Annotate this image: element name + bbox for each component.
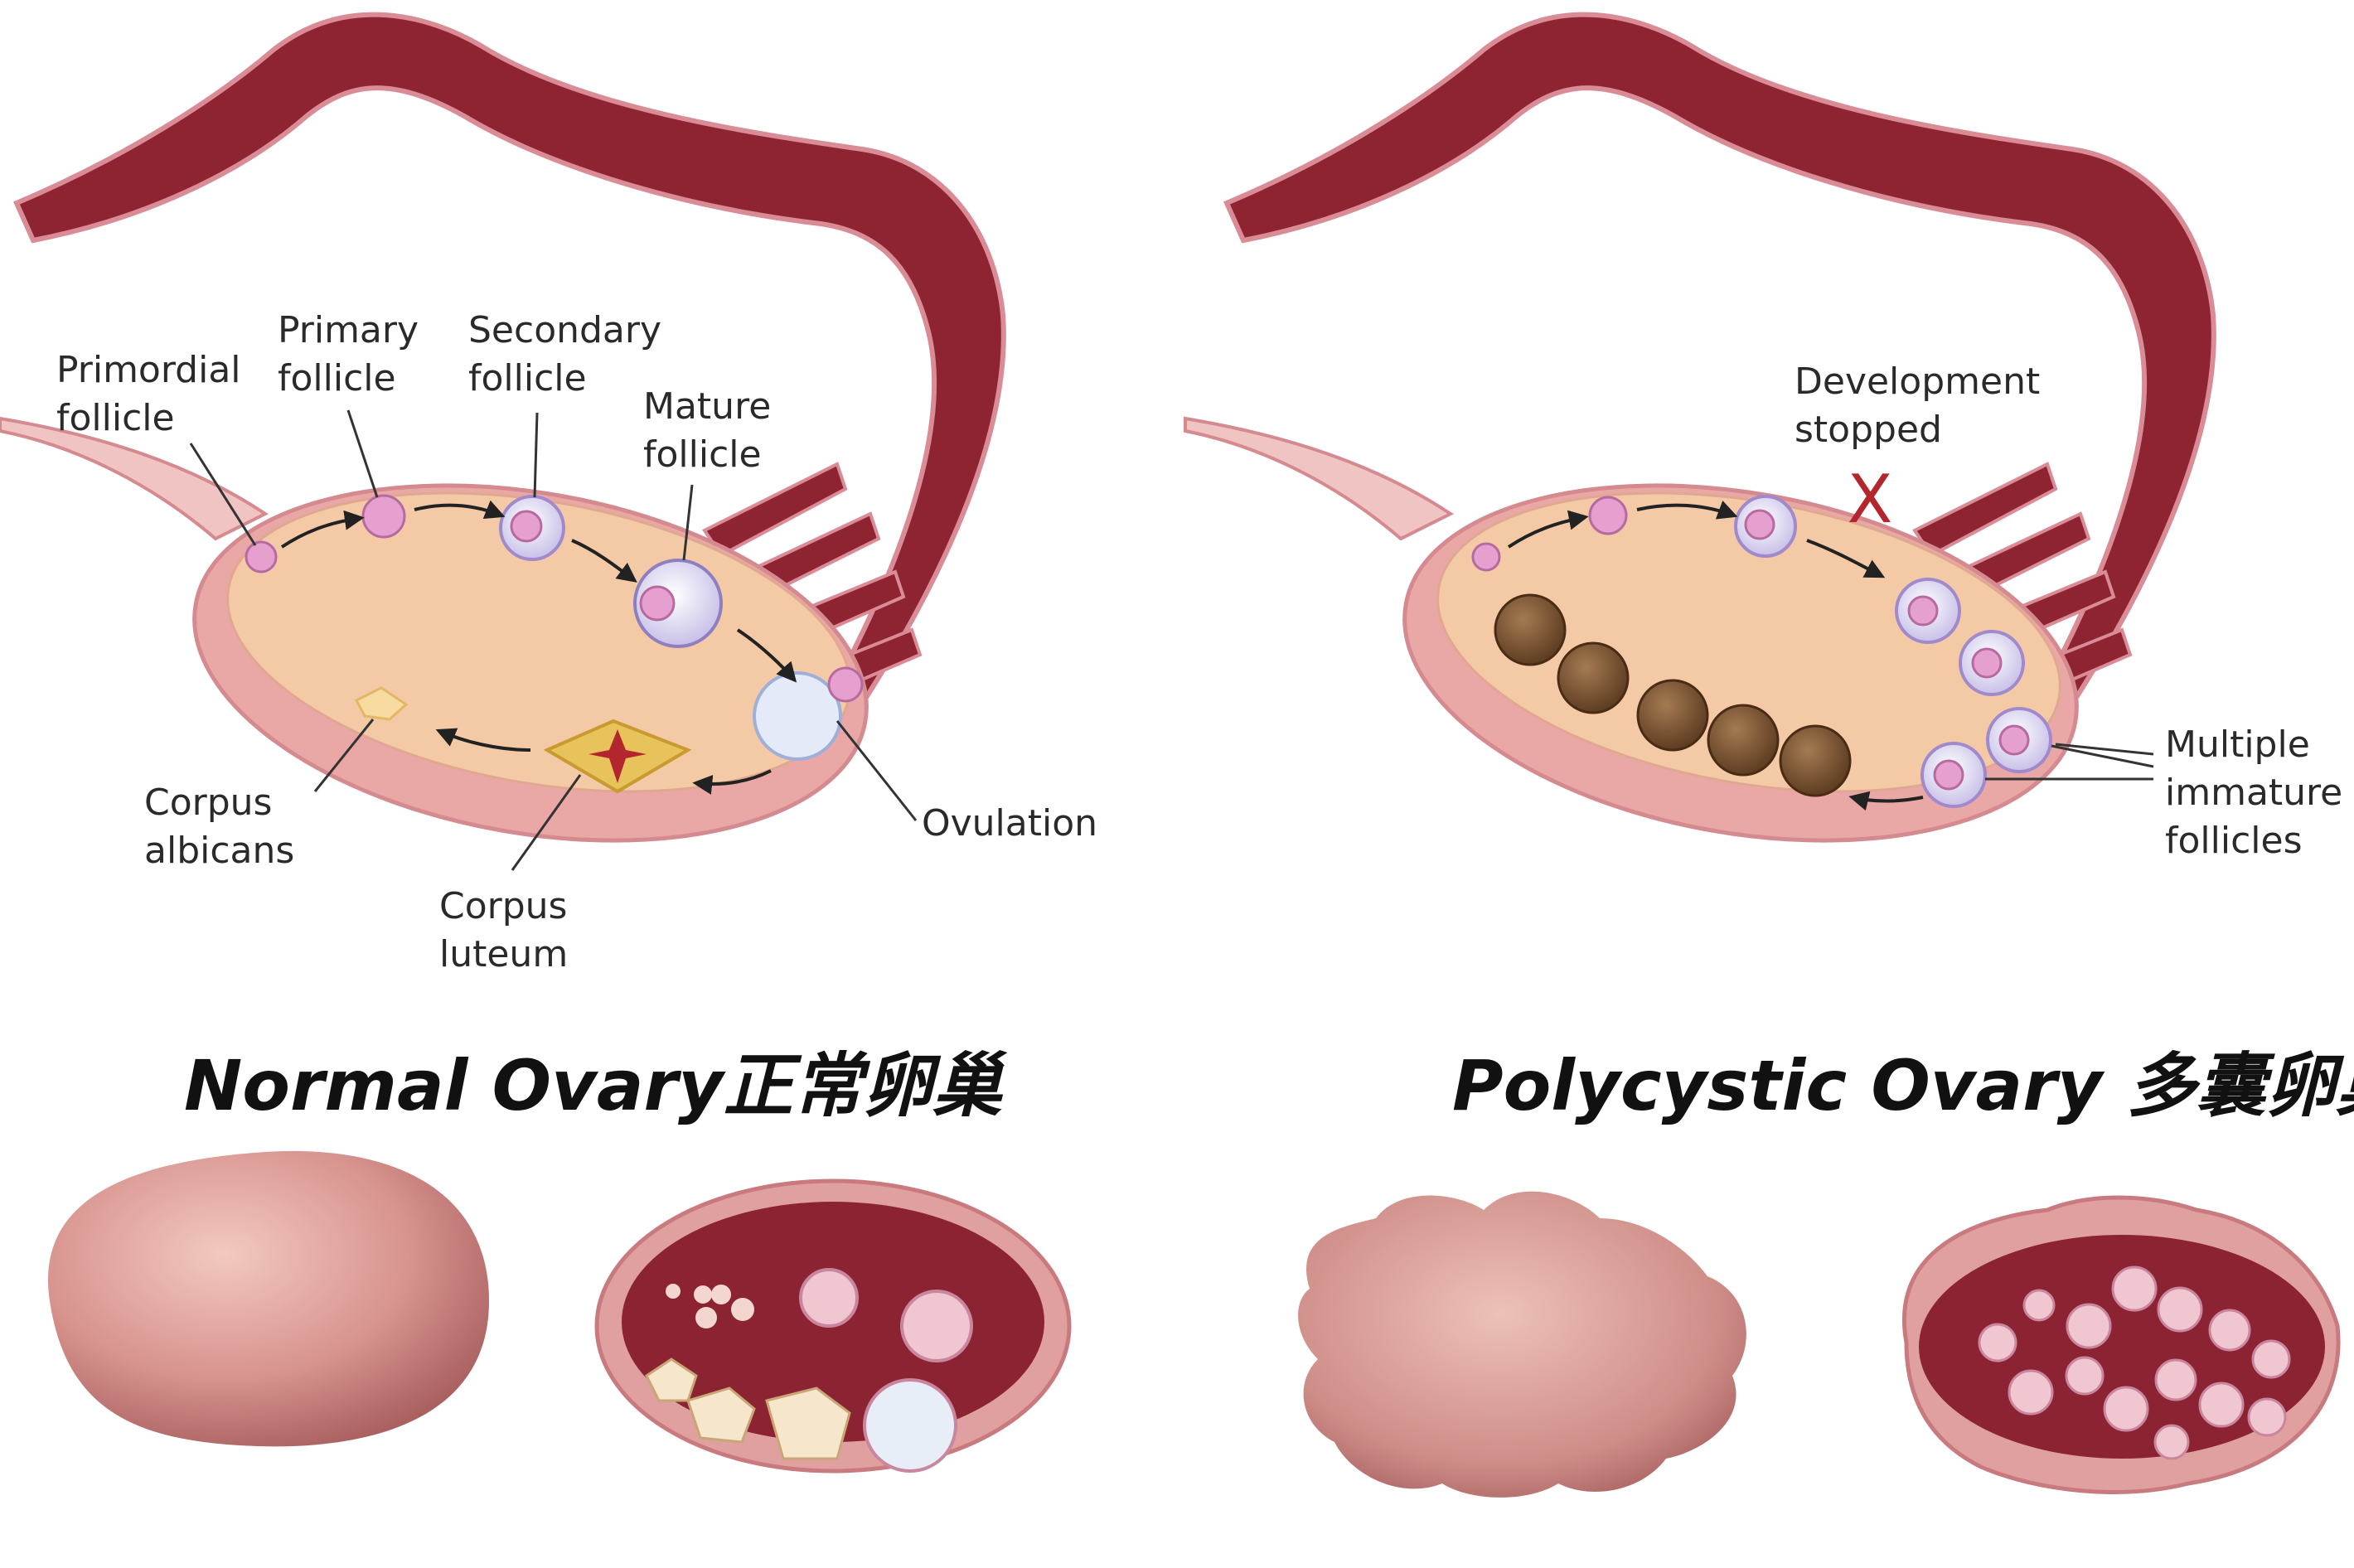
normal-leader-lines [189, 409, 918, 871]
label-primordial-follicle: Primordial follicle [56, 349, 241, 439]
normal-ovary-title: Normal Ovary正常卵巢 [184, 1045, 1002, 1126]
primary-follicle [361, 494, 406, 539]
stop-x-mark: X [1848, 461, 1893, 538]
label-ovulation: Ovulation [922, 802, 1098, 844]
ovulating-follicle [753, 666, 864, 761]
label-development-stopped: Development stopped [1795, 361, 2041, 451]
secondary-follicle [499, 495, 565, 561]
cysts [1494, 593, 1852, 797]
polycystic-ovary-exterior [1298, 1191, 1746, 1498]
normal-ovary-exterior [47, 1150, 489, 1447]
pcos-primordial-follicle [1471, 542, 1501, 572]
follicle-cycle-arrows [280, 500, 797, 795]
pcos-ovarian-ligament [1184, 416, 1454, 541]
polycystic-ovary-cross-section [1902, 1195, 2341, 1494]
stop-mark: X [1848, 461, 1893, 538]
label-multiple-immature-follicles: Multiple immature follicles [2165, 724, 2343, 862]
mature-follicle [633, 559, 723, 648]
normal-ovary-cross-section [594, 1178, 1072, 1474]
pcos-cycle-arrows [1507, 501, 1924, 811]
label-secondary-follicle: Secondary follicle [468, 309, 662, 399]
label-mature-follicle: Mature follicle [643, 385, 772, 476]
pcos-ovary-body [1402, 483, 2079, 843]
corpus-luteum [543, 719, 692, 794]
corpus-albicans [354, 686, 409, 721]
normal-ovary-diagram [0, 12, 1006, 871]
pcos-leader-lines [1985, 743, 2154, 781]
ovarian-ligament [0, 416, 269, 541]
label-primary-follicle: Primary follicle [278, 309, 419, 399]
arrested-follicles [1895, 578, 2052, 808]
pcos-primary-follicle [1588, 496, 1628, 535]
polycystic-ovary-title: Polycystic Ovary 多囊卵巢 [1452, 1045, 2354, 1126]
primordial-follicle [245, 540, 278, 573]
polycystic-ovary-diagram: X [1184, 12, 2216, 843]
label-corpus-luteum: Corpus luteum [439, 885, 569, 975]
label-corpus-albicans: Corpus albicans [144, 782, 295, 872]
pcos-secondary-follicle [1734, 495, 1797, 558]
